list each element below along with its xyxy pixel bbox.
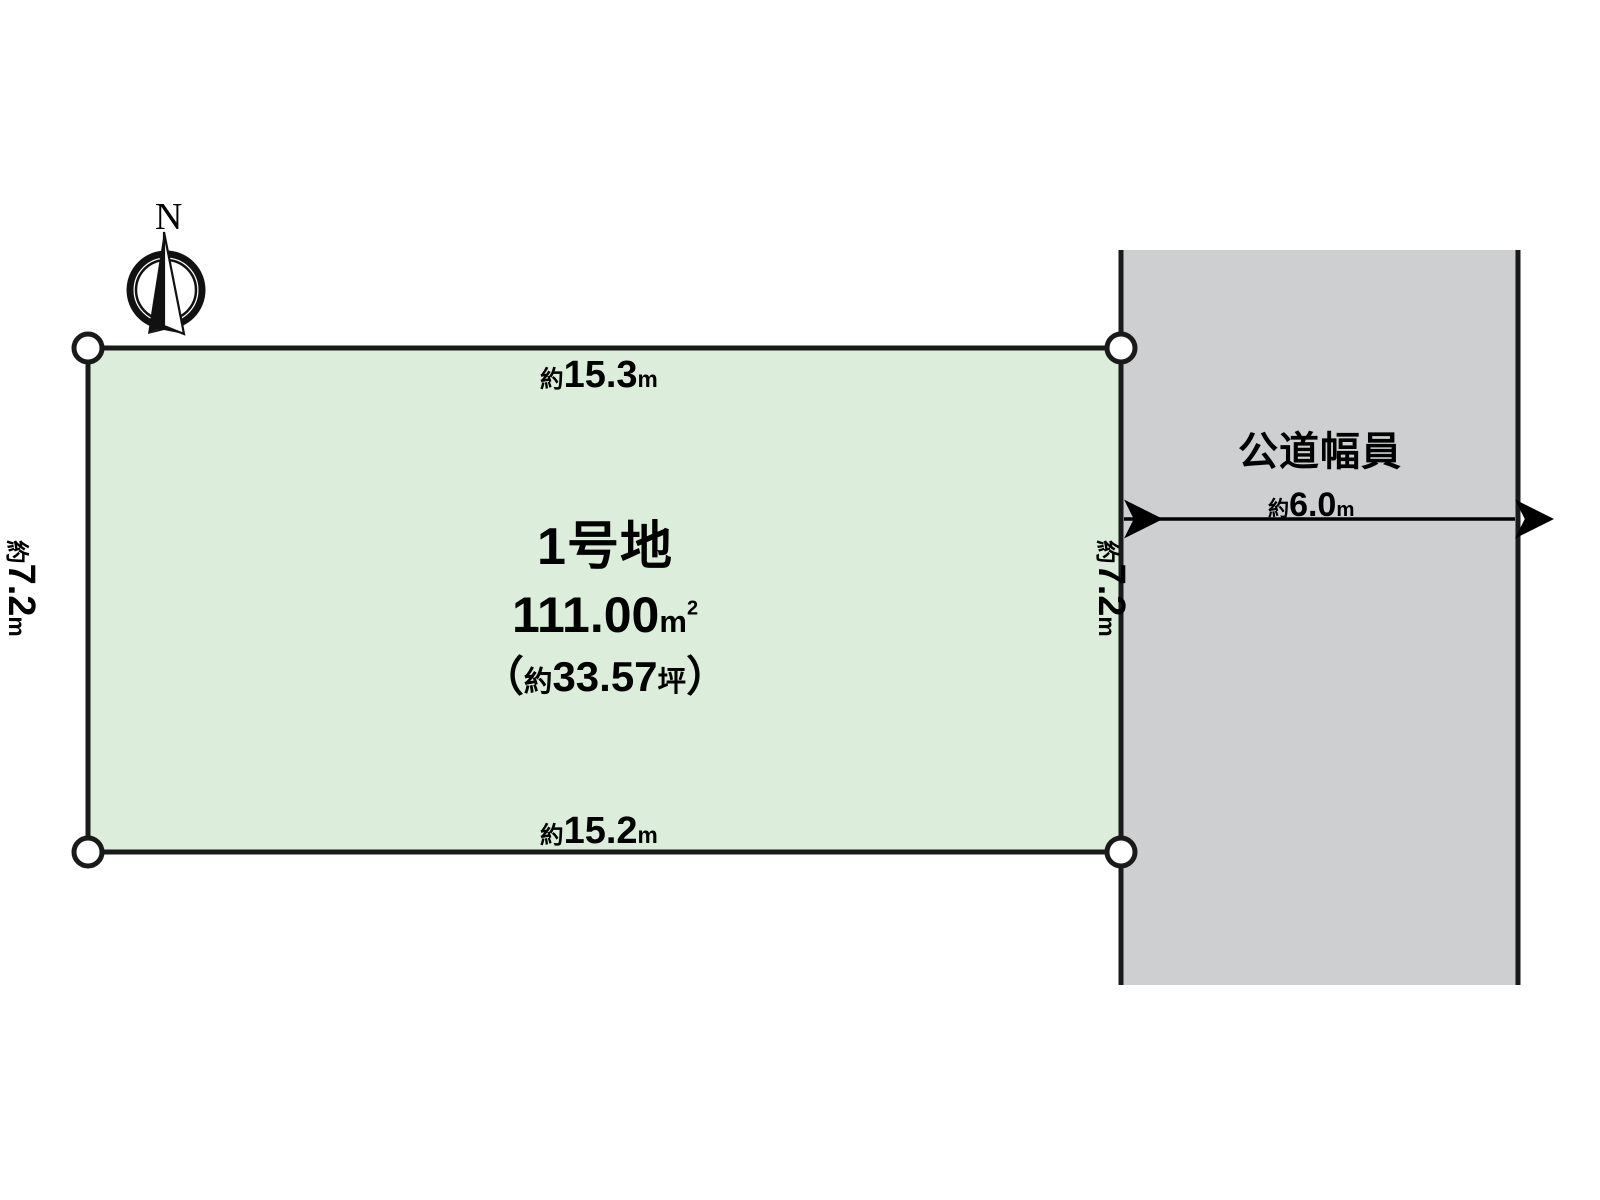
corner-marker-top-left (71, 331, 105, 365)
dimension-bottom: 約15.2m (540, 812, 658, 850)
dimension-top: 約15.3m (540, 356, 658, 394)
dimension-bottom-prefix: 約 (540, 822, 564, 848)
dimension-top-value: 15.3 (563, 354, 638, 396)
tsubo-open-paren: （ (481, 653, 524, 701)
road-width-value: 6.0 (1289, 486, 1337, 524)
road-title-label: 公道幅員 (1238, 430, 1402, 474)
public-road-area (1118, 250, 1521, 985)
dimension-right-value: 7.2 (1090, 563, 1132, 617)
parcel-tsubo-label: （約33.57坪） (355, 655, 855, 699)
parcel-info-block: 1号地 111.00m2 （約33.57坪） (355, 520, 855, 699)
dimension-top-prefix: 約 (540, 366, 564, 392)
corner-marker-bottom-left (71, 835, 105, 869)
tsubo-close-paren: ） (686, 653, 729, 701)
compass-rose-icon (126, 231, 206, 336)
dimension-left-value: 7.2 (0, 563, 42, 617)
corner-marker-top-right (1104, 331, 1138, 365)
dimension-top-unit: m (637, 366, 658, 392)
road-width-label: 約6.0m (1268, 488, 1354, 522)
tsubo-value: 33.57 (552, 653, 658, 701)
parcel-area-label: 111.00m2 (355, 586, 855, 643)
dimension-left: 約7.2m (0, 540, 42, 637)
parcel-area-unit: m (659, 603, 687, 639)
dimension-right: 約7.2m (1090, 540, 1132, 637)
corner-markers (71, 331, 1138, 869)
corner-marker-bottom-right (1104, 835, 1138, 869)
dimension-left-unit: m (4, 616, 30, 637)
parcel-area-unit-superscript: 2 (686, 596, 699, 619)
road-width-unit: m (1336, 499, 1355, 521)
dimension-right-unit: m (1094, 616, 1120, 637)
road-width-prefix: 約 (1268, 498, 1290, 521)
dimension-right-prefix: 約 (1094, 540, 1120, 564)
tsubo-prefix: 約 (523, 666, 553, 699)
dimension-left-prefix: 約 (4, 540, 30, 564)
dimension-bottom-value: 15.2 (563, 810, 638, 852)
compass-north-label: N (155, 196, 183, 238)
dimension-bottom-unit: m (637, 822, 658, 848)
tsubo-unit: 坪 (657, 666, 687, 699)
parcel-name-label: 1号地 (537, 518, 673, 576)
road-fill (1121, 250, 1518, 985)
parcel-area-value: 111.00 (511, 586, 660, 643)
